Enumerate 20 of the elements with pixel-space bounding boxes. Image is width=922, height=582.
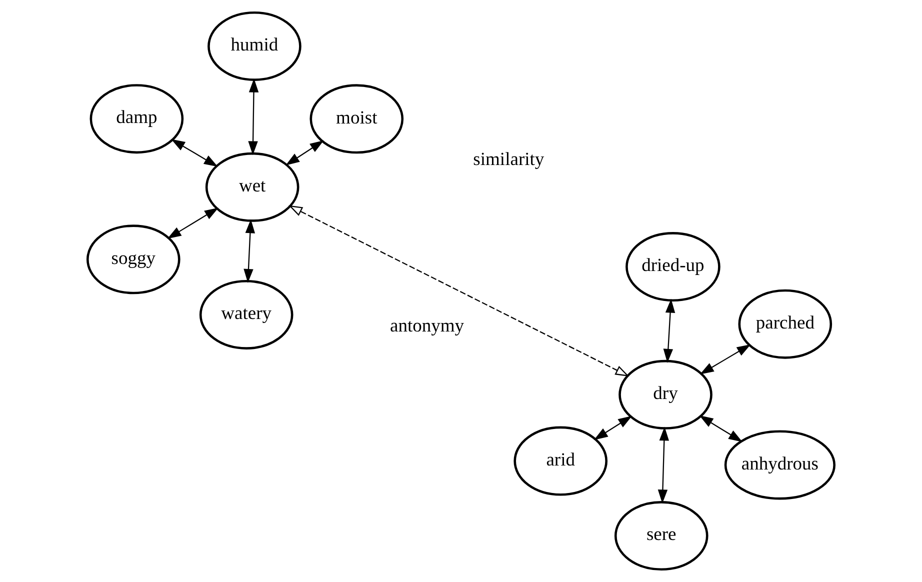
- arrow: [700, 344, 751, 374]
- arrow: [658, 426, 670, 504]
- node-ellipse: humid: [208, 11, 302, 81]
- arrow: [171, 139, 218, 167]
- legend-label: similarity: [473, 148, 544, 170]
- node-ellipse: damp: [90, 84, 184, 154]
- arrow: [594, 416, 632, 440]
- node-ellipse: watery: [199, 280, 294, 350]
- node-ellipse: soggy: [86, 224, 180, 294]
- node-ellipse: parched: [738, 289, 832, 359]
- arrow: [288, 205, 630, 376]
- arrow: [699, 415, 742, 442]
- node-ellipse: sere: [614, 501, 708, 571]
- arrow: [663, 298, 676, 363]
- arrow: [286, 140, 324, 166]
- node-ellipse: dried-up: [626, 232, 720, 302]
- arrow: [167, 208, 218, 239]
- arrow: [244, 219, 256, 283]
- arrow: [248, 78, 259, 156]
- legend-label: antonymy: [390, 316, 464, 337]
